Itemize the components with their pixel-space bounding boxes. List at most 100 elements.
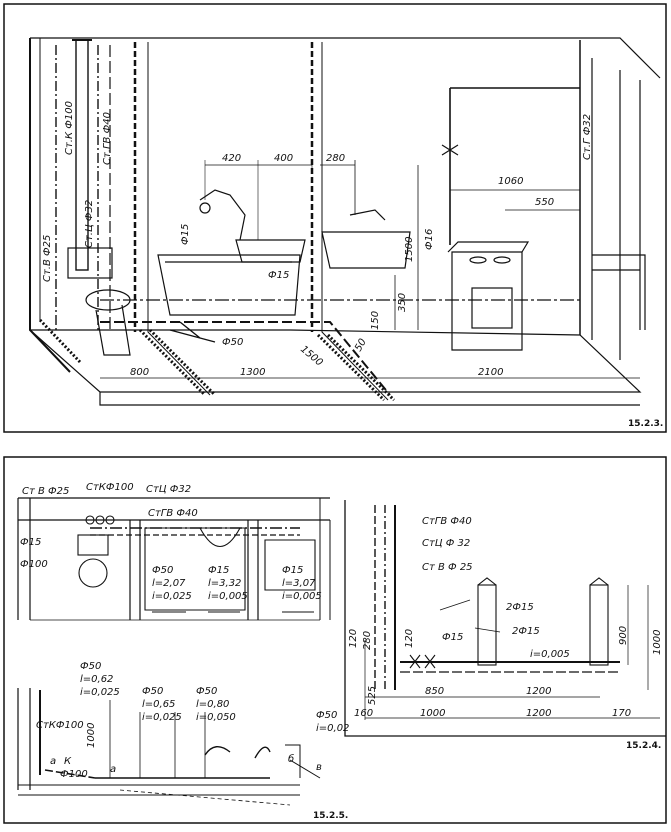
plan-label-stv25: Ст В Ф25 <box>22 486 69 497</box>
section-g2-d: Ф50 <box>142 686 163 697</box>
valves <box>409 654 436 669</box>
figure-15-2-4 <box>344 500 666 737</box>
section-tail <box>285 744 321 779</box>
section-label-b: б <box>288 753 294 765</box>
frame-15-2-3 <box>3 3 667 433</box>
label-stgv40: СтГВ Ф40 <box>422 516 472 527</box>
section-g1-d: Ф50 <box>80 661 101 672</box>
burner-1 <box>469 256 487 264</box>
section-g2-i: i=0,025 <box>142 712 182 723</box>
section-g1-i: i=0,025 <box>80 687 120 698</box>
dim-900: 900 <box>618 626 629 645</box>
burner-2 <box>493 256 511 264</box>
drain-f50 <box>100 321 391 396</box>
figure-15-2-5 <box>3 456 667 824</box>
section-g4-d: Ф50 <box>316 710 337 721</box>
dim-1200a: 1200 <box>526 686 551 697</box>
figure-number-15-2-4: 15.2.4. <box>626 741 661 751</box>
stove-oven-door <box>471 287 513 329</box>
dim-420: 420 <box>222 153 241 164</box>
plan-g3-d: Ф15 <box>282 565 303 576</box>
plan-g3-i: i=0,005 <box>282 591 322 602</box>
tank-plan <box>77 534 109 556</box>
plan-label-stgv40: СтГВ Ф40 <box>148 508 198 519</box>
partition-1b <box>147 42 211 396</box>
figure-15-2-4-text: СтГВ Ф40 СтЦ Ф 32 Ст В Ф 25 Ф15 2Ф15 2Ф1… <box>348 516 663 751</box>
floor-outline <box>29 329 642 393</box>
plan-g1-i: i=0,025 <box>152 591 192 602</box>
dim-ext-top <box>204 160 313 240</box>
dim-550: 550 <box>535 197 554 208</box>
plan-g2-l: l=3,32 <box>208 578 241 589</box>
figure-15-2-5-text: Ст В Ф25 СтКФ100 СтЦ Ф32 СтГВ Ф40 Ф15 Ф1… <box>20 482 349 821</box>
leader-lines <box>439 599 501 633</box>
riser-plan-1 <box>85 515 95 525</box>
wall-hatch-2 <box>316 333 396 402</box>
label-stgv40: Ст.ГВ Ф40 <box>102 112 113 165</box>
partition-2b <box>321 42 389 401</box>
washbasin <box>235 239 306 263</box>
basin-plan <box>199 527 241 547</box>
gas-valve <box>441 144 459 156</box>
sink-plan <box>264 539 316 591</box>
section-label-stk100: СтКФ100 <box>36 720 84 731</box>
section-floor <box>18 784 300 796</box>
plan-label-stk100: СтКФ100 <box>86 482 134 493</box>
figure-number-15-2-3: 15.2.3. <box>628 419 663 429</box>
dim-800: 800 <box>130 367 149 378</box>
dim-350: 350 <box>397 293 408 312</box>
section-label-a2: а <box>110 764 116 775</box>
section-label-v: в <box>316 762 322 773</box>
plan-label-f100: Ф100 <box>20 559 48 570</box>
plan-g1-l: l=2,07 <box>152 578 186 589</box>
stub-1-cap <box>477 577 497 586</box>
plan-g1-d: Ф50 <box>152 565 173 576</box>
toilet-tank <box>67 247 113 279</box>
section-g4-i: i=0,02 <box>316 723 349 734</box>
window-frame <box>591 58 641 360</box>
plan-g2-d: Ф15 <box>208 565 229 576</box>
floor-front <box>99 392 640 406</box>
left-wall <box>29 38 71 373</box>
stove-top <box>447 241 530 253</box>
dim-850: 850 <box>425 686 444 697</box>
label-f15: Ф15 <box>442 632 463 643</box>
plan-label-stc32: СтЦ Ф32 <box>146 484 191 495</box>
sink-mixer <box>349 209 386 221</box>
frame-15-2-4 <box>344 500 666 737</box>
dim-1300: 1300 <box>240 367 265 378</box>
section-label-a: а <box>50 756 56 767</box>
section-label-k: К <box>64 756 72 767</box>
dim-50: 50 <box>353 337 369 354</box>
dim-1200b: 1200 <box>526 708 551 719</box>
dim-150: 150 <box>370 311 381 330</box>
label-f15-basin: Ф15 <box>268 270 289 281</box>
dim-280: 280 <box>326 153 345 164</box>
section-traps <box>204 746 271 759</box>
section-g2-l: l=0,65 <box>142 699 175 710</box>
figure-15-2-3 <box>3 3 667 433</box>
dim-525: 525 <box>367 686 378 705</box>
dim-170: 170 <box>612 708 631 719</box>
ceiling-line <box>30 37 661 79</box>
section-drain-1 <box>44 769 96 779</box>
window-sill <box>592 254 646 330</box>
plan-wall-back <box>18 497 330 521</box>
section-g1-l: l=0,62 <box>80 674 113 685</box>
label-stv25: Ст.В Ф25 <box>42 235 53 282</box>
plan-partitions <box>129 520 259 620</box>
dim-1500: 1500 <box>404 237 415 262</box>
label-f16: Ф16 <box>424 229 435 250</box>
stub-1 <box>477 584 497 666</box>
dim-120a: 120 <box>348 629 359 648</box>
section-g3-i: i=0,050 <box>196 712 236 723</box>
dim-280: 280 <box>362 631 373 650</box>
label-stc32: СтЦ Ф 32 <box>422 538 470 549</box>
kitchen-sink <box>321 231 411 269</box>
figure-number-15-2-5: 15.2.5. <box>313 811 348 821</box>
label-2f15-a: 2Ф15 <box>506 602 534 613</box>
plan-g3-l: l=3,07 <box>282 578 316 589</box>
shower-hose <box>199 189 246 241</box>
